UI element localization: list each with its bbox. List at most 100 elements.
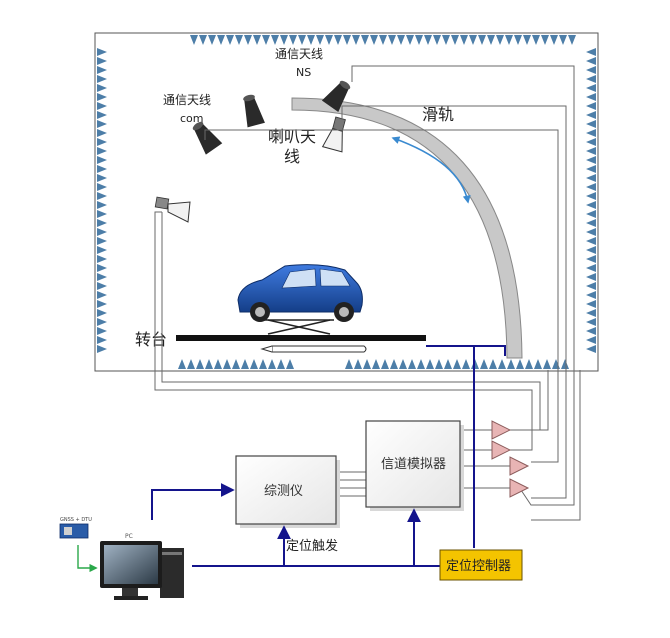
absorber-cone [586, 102, 596, 110]
absorber-cone [442, 35, 450, 45]
absorber-cone [469, 35, 477, 45]
absorber-cone [388, 35, 396, 45]
absorber-cone [214, 359, 222, 369]
absorber-cone [97, 93, 107, 101]
absorber-cone [478, 35, 486, 45]
absorber-cone [550, 35, 558, 45]
absorber-cone [226, 35, 234, 45]
scissor-lift [264, 319, 334, 335]
absorber-cone [586, 57, 596, 65]
absorber-cone [97, 291, 107, 299]
test-instrument-label: 综测仪 [264, 484, 303, 499]
absorber-cone [97, 219, 107, 227]
absorber-cone [190, 35, 198, 45]
absorber-cone [379, 35, 387, 45]
position-trigger-label: 定位触发 [286, 538, 338, 554]
control-cables [151, 345, 506, 567]
absorber-cone [444, 359, 452, 369]
absorber-cone [408, 359, 416, 369]
absorber-cone [352, 35, 360, 45]
absorber-cone [543, 359, 551, 369]
absorber-cone [235, 35, 243, 45]
absorber-cone [217, 35, 225, 45]
absorber-cone [280, 35, 288, 45]
absorber-cone [586, 75, 596, 83]
antenna-com-label-2: com [180, 112, 204, 125]
absorber-cone [586, 48, 596, 56]
absorber-cone [286, 359, 294, 369]
absorber-cone [507, 359, 515, 369]
position-controller-label: 定位控制器 [446, 559, 511, 574]
absorber-cone [363, 359, 371, 369]
absorber-cone [97, 111, 107, 119]
absorber-cone [97, 309, 107, 317]
absorber-cone [97, 237, 107, 245]
absorber-cone [97, 57, 107, 65]
absorber-cone [97, 273, 107, 281]
absorber-cone [97, 183, 107, 191]
absorber-cone [232, 359, 240, 369]
absorber-cone [534, 359, 542, 369]
rotation-arrow [260, 345, 367, 353]
absorber-cone [370, 35, 378, 45]
absorber-cone [586, 66, 596, 74]
amplifier-triangle-icon [491, 420, 530, 498]
absorber-cone [586, 237, 596, 245]
absorber-cone [241, 359, 249, 369]
absorber-cone [97, 192, 107, 200]
absorber-cone [345, 359, 353, 369]
absorber-cone [426, 359, 434, 369]
absorber-cone [97, 102, 107, 110]
absorber-cone [244, 35, 252, 45]
absorber-cone [586, 246, 596, 254]
absorber-cone [586, 183, 596, 191]
absorber-cone [532, 35, 540, 45]
absorber-cone [435, 359, 443, 369]
channel-emulator-label: 信道模拟器 [381, 457, 446, 472]
absorber-cone [97, 66, 107, 74]
absorber-cone [415, 35, 423, 45]
absorber-cone [586, 336, 596, 344]
absorber-cone [325, 35, 333, 45]
absorber-cone [205, 359, 213, 369]
absorber-cone [97, 246, 107, 254]
absorber-cone [586, 327, 596, 335]
absorber-cone [568, 35, 576, 45]
absorber-cone [586, 165, 596, 173]
absorber-cone [462, 359, 470, 369]
absorber-cone [97, 156, 107, 164]
absorber-cone [480, 359, 488, 369]
absorber-cone [586, 156, 596, 164]
absorber-cone [97, 120, 107, 128]
absorber-cone [97, 300, 107, 308]
absorber-cone [97, 264, 107, 272]
absorber-cone [525, 359, 533, 369]
gnss-dtu-module-icon: GNSS + DTU [59, 517, 92, 539]
absorber-cone [516, 359, 524, 369]
absorber-cone [97, 174, 107, 182]
absorber-cone [586, 84, 596, 92]
absorber-cone [316, 35, 324, 45]
absorber-cone [223, 359, 231, 369]
pc-label: PC [125, 533, 133, 540]
absorber-cone [586, 318, 596, 326]
absorber-cone [586, 228, 596, 236]
absorber-cone [460, 35, 468, 45]
absorber-cone [586, 300, 596, 308]
absorber-cone [97, 165, 107, 173]
absorber-cone [97, 345, 107, 353]
absorber-cone [586, 93, 596, 101]
absorber-cone [453, 359, 461, 369]
absorber-cone [586, 111, 596, 119]
absorber-cone [268, 359, 276, 369]
gnss-dtu-label: GNSS + DTU [60, 517, 92, 523]
absorber-cone [97, 138, 107, 146]
absorber-cone [541, 35, 549, 45]
absorber-cone [559, 35, 567, 45]
absorber-cone [586, 138, 596, 146]
absorber-cone [586, 309, 596, 317]
absorber-cone [343, 35, 351, 45]
absorber-cone [97, 336, 107, 344]
absorber-cone [277, 359, 285, 369]
absorber-cone [586, 120, 596, 128]
